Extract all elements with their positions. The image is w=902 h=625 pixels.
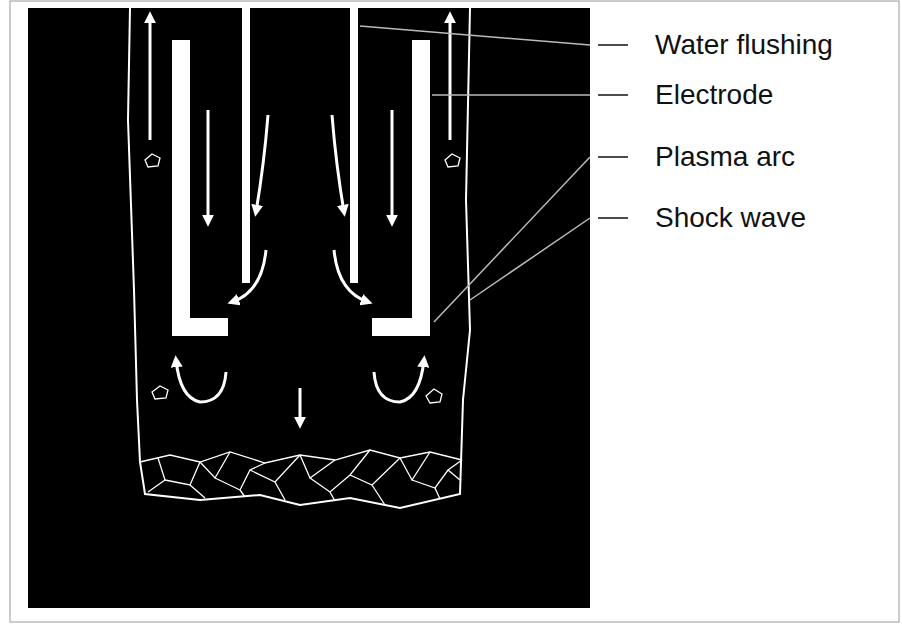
leader-line bbox=[360, 26, 628, 322]
electrode bbox=[172, 40, 430, 336]
flow-arrow bbox=[150, 16, 450, 424]
part-label: Water flushing bbox=[655, 28, 833, 62]
debris bbox=[145, 154, 460, 403]
rock-fragments bbox=[140, 450, 462, 505]
black-panel bbox=[28, 8, 590, 608]
part-label: Electrode bbox=[655, 78, 773, 112]
part-label: Shock wave bbox=[655, 201, 806, 235]
flushing-pipe bbox=[242, 8, 358, 283]
part-label: Plasma arc bbox=[655, 140, 795, 174]
frame bbox=[10, 1, 899, 622]
borehole-wall bbox=[128, 8, 470, 508]
